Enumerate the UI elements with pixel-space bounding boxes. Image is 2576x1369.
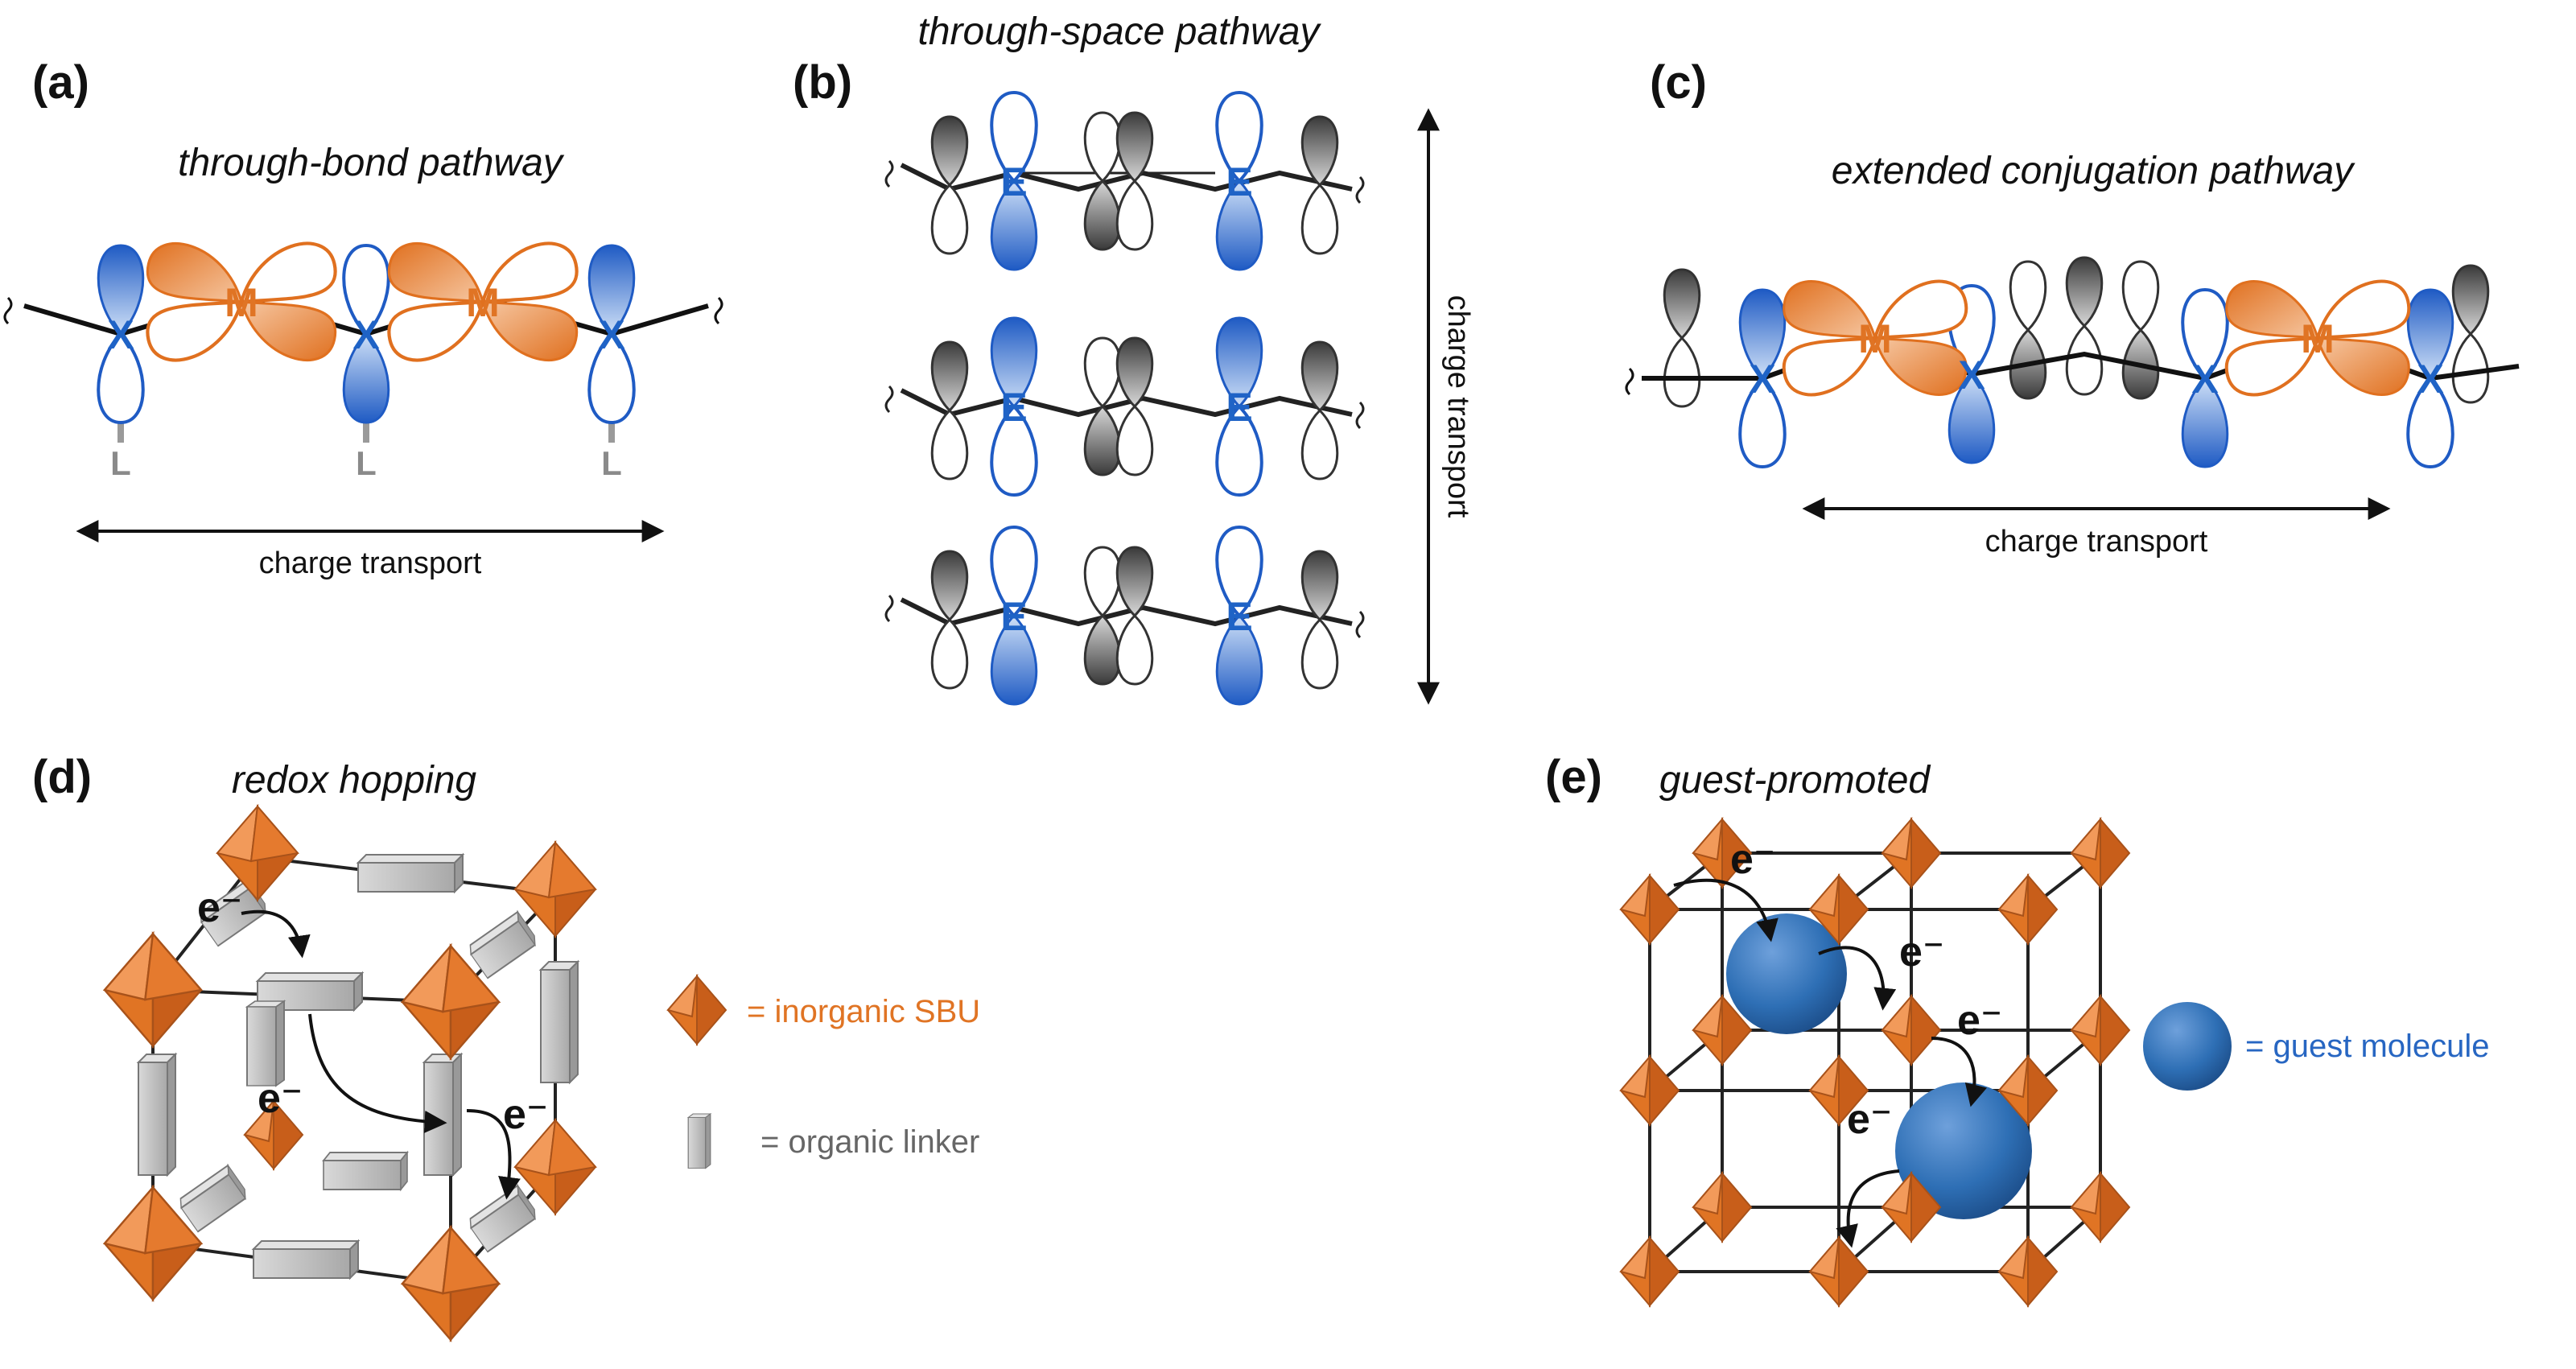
panel-a-label: (a) (32, 56, 89, 109)
sphere-guest-icon (1895, 1082, 2032, 1219)
curved-arrow-icon (1818, 946, 1897, 1011)
atom-x: X (2417, 357, 2443, 402)
atom-e: E (1226, 594, 1252, 639)
sphere-guest-icon (2143, 1002, 2232, 1091)
sphere-guest-icon (1726, 913, 1847, 1034)
guest-promoted-framework: e⁻ e⁻ e⁻ e⁻ (1620, 819, 2130, 1306)
through-space-layer: E E (884, 316, 1365, 497)
atom-e: E (1000, 159, 1027, 204)
atom-e: E (1000, 594, 1027, 639)
electron-label: e⁻ (503, 1091, 548, 1138)
panel-c-label: (c) (1650, 56, 1707, 109)
atom-x: X (1749, 357, 1775, 402)
panel-d-title: redox hopping (232, 759, 477, 802)
atom-x: X (352, 312, 379, 357)
panel-b: (b) through-space pathway E E (793, 10, 1475, 706)
atom-l: L (110, 444, 131, 482)
atom-x: X (107, 312, 134, 357)
curved-arrow-icon (308, 1013, 447, 1133)
through-space-layer: E E (884, 91, 1365, 271)
electron-label: e⁻ (1899, 929, 1944, 975)
octahedron-sbu-icon (103, 933, 203, 1047)
atom-m: M (225, 280, 258, 325)
atom-x: X (1958, 353, 1985, 398)
panel-b-axis-label: charge transport (1441, 295, 1475, 518)
atom-e: E (1000, 385, 1027, 430)
panel-b-title: through-space pathway (918, 10, 1322, 53)
atom-e: E (1226, 159, 1252, 204)
curved-arrow-icon (241, 909, 311, 959)
panel-c: (c) extended conjugation pathway X X X X (1625, 56, 2520, 559)
panel-a: (a) through-bond pathway X X (3, 56, 723, 580)
atom-l: L (356, 444, 377, 482)
panel-d: (d) redox hopping (32, 751, 980, 1341)
legend-linker-label: = organic linker (760, 1124, 979, 1160)
rod-linker-icon (687, 1113, 711, 1169)
panel-a-title: through-bond pathway (178, 142, 565, 184)
curved-arrow-icon (466, 1109, 521, 1200)
electron-label: e⁻ (1847, 1096, 1892, 1143)
atom-x: X (2191, 357, 2218, 402)
panel-b-label: (b) (793, 56, 852, 109)
octahedron-sbu-icon (667, 975, 727, 1045)
redox-hopping-framework: e⁻ e⁻ e⁻ (103, 806, 596, 1341)
legend-d: = inorganic SBU = organic linker (667, 975, 980, 1169)
atom-m: M (466, 280, 500, 325)
legend-sbu-label: = inorganic SBU (747, 994, 980, 1029)
atom-e: E (1226, 385, 1252, 430)
curved-arrow-icon (1836, 1169, 1900, 1248)
panel-c-axis-label: charge transport (1985, 525, 2208, 559)
atom-l: L (601, 444, 622, 482)
through-space-layer: E E (884, 526, 1365, 706)
electron-label: e⁻ (1730, 836, 1775, 883)
electron-label: e⁻ (258, 1075, 303, 1122)
panel-c-title: extended conjugation pathway (1832, 150, 2355, 192)
legend-e: = guest molecule (2143, 1002, 2490, 1091)
electron-label: e⁻ (197, 884, 242, 931)
curved-arrow-icon (1673, 878, 1778, 942)
octahedron-sbu-icon (1620, 819, 2130, 1306)
panel-e: (e) guest-promoted (1545, 751, 2490, 1306)
panel-a-axis-label: charge transport (259, 546, 482, 580)
panel-e-label: (e) (1545, 751, 1602, 803)
atom-x: X (598, 312, 624, 357)
extended-conjugation-chain: X X X X M M (1625, 256, 2520, 468)
curved-arrow-icon (1931, 1037, 1988, 1107)
panel-e-title: guest-promoted (1659, 759, 1931, 802)
panel-d-label: (d) (32, 751, 92, 803)
legend-guest-label: = guest molecule (2245, 1029, 2490, 1064)
through-bond-chain: X X X M M L L L (3, 244, 723, 482)
electron-label: e⁻ (1957, 997, 2002, 1044)
atom-m: M (2301, 316, 2335, 361)
atom-m: M (1858, 316, 1892, 361)
